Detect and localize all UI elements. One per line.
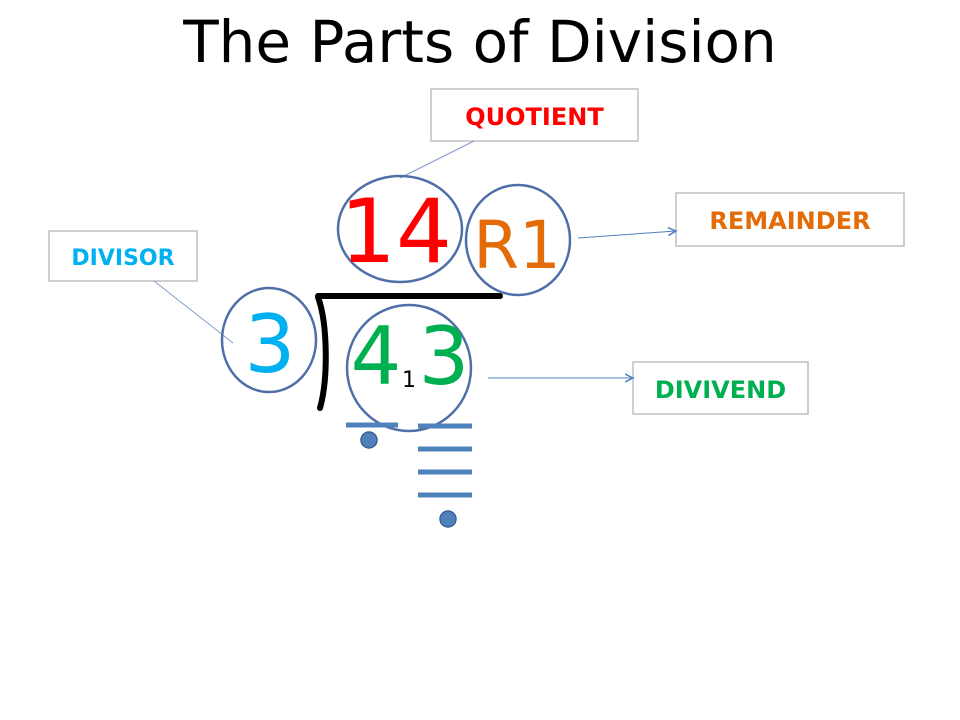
- dividend-circle: [345, 303, 473, 433]
- dividend-label-box: DIVIVEND: [632, 361, 809, 415]
- remainder-label-box: REMAINDER: [675, 192, 905, 247]
- quotient-label: QUOTIENT: [465, 103, 604, 131]
- division-bracket: [315, 294, 329, 411]
- quotient-value: 14: [340, 180, 452, 283]
- carry-digit: 1: [402, 368, 416, 393]
- remainder-label: REMAINDER: [709, 207, 870, 235]
- page-title: The Parts of Division: [183, 8, 777, 76]
- divisor-leader-line: [153, 280, 234, 344]
- quotient-label-box: QUOTIENT: [430, 88, 639, 142]
- remainder-value: R1: [473, 207, 561, 284]
- quotient-circle: [336, 174, 464, 284]
- divisor-label-box: DIVISOR: [48, 230, 198, 282]
- divisor-label: DIVISOR: [71, 246, 174, 271]
- divisor-value: 3: [245, 298, 296, 391]
- tally-group-first: [346, 422, 398, 449]
- remainder-arrow: [577, 231, 676, 239]
- remainder-circle: [464, 183, 572, 297]
- divisor-circle: [220, 286, 318, 394]
- dividend-first-digit: 4: [351, 310, 402, 403]
- tally-group-second: [418, 423, 472, 528]
- quotient-leader-line: [399, 140, 475, 179]
- dividend-label: DIVIVEND: [655, 376, 786, 404]
- tally-dot: [439, 510, 457, 528]
- dividend-second-digit: 3: [419, 310, 470, 403]
- tally-dot: [360, 431, 378, 449]
